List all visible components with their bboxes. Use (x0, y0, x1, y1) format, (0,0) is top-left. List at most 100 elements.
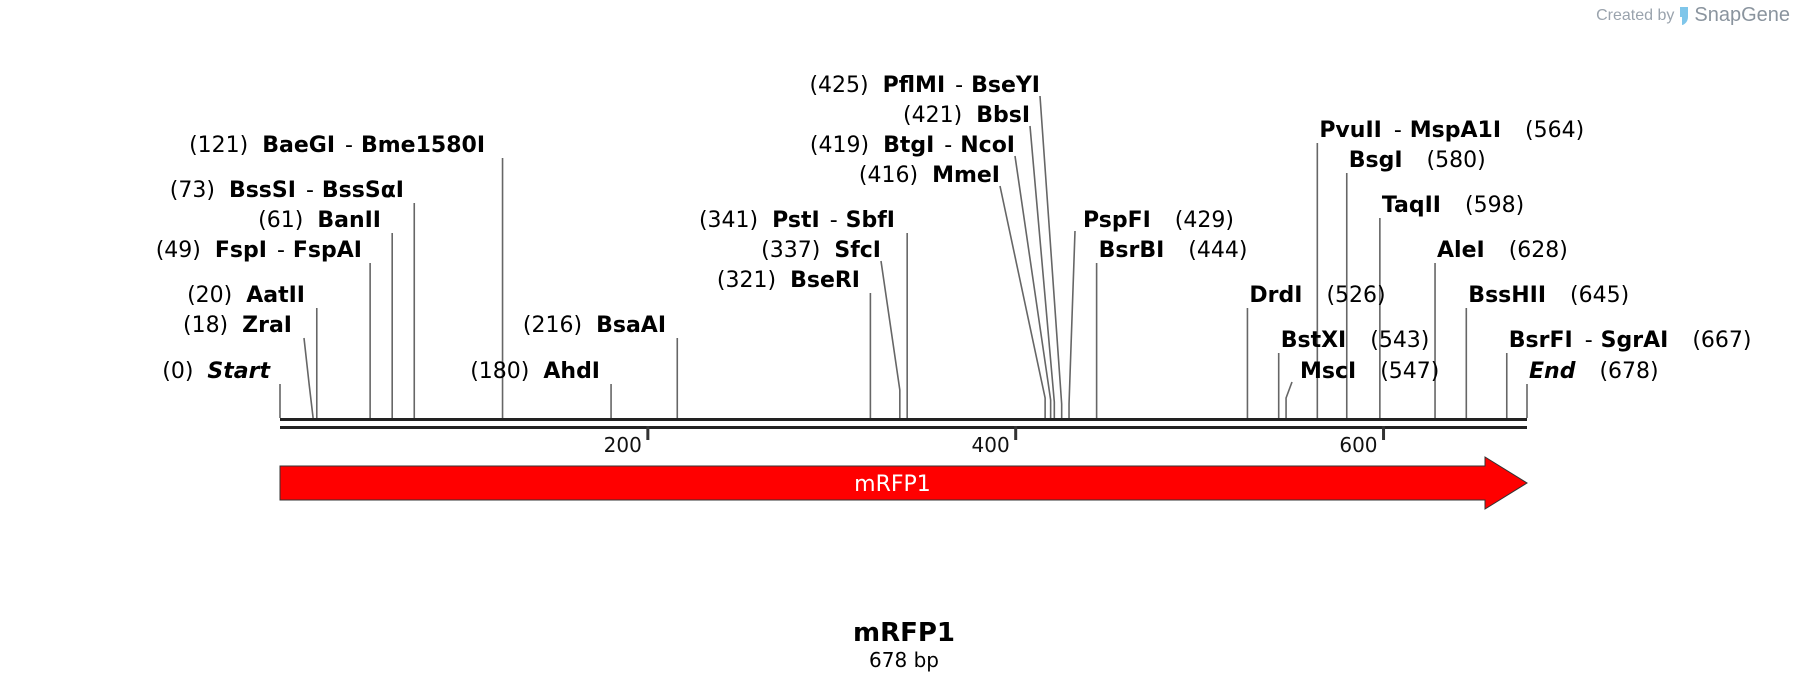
site-label-bsgi[interactable]: BsgI(580) (1349, 148, 1486, 173)
feature-mrfp1[interactable]: mRFP1 (279, 456, 1528, 510)
site-label-bsshii[interactable]: BssHII(645) (1468, 283, 1629, 308)
site-name-drdi: DrdI (1249, 283, 1302, 308)
site-name-bsssi: BssSI (229, 178, 296, 203)
site-pos-bsaai: (216) (523, 313, 582, 338)
site-name-taqii: TaqII (1382, 193, 1441, 218)
site-label-baegi[interactable]: (121)BaeGI-Bme1580I (189, 133, 485, 158)
site-name-btgi: BtgI (883, 133, 934, 158)
credit-brand: SnapGene (1694, 4, 1790, 26)
leader-line-btgi (1014, 155, 1052, 418)
site-pos-bsrfi: (667) (1692, 328, 1751, 353)
site-name2-pvuii: MspA1I (1410, 118, 1501, 143)
feature-label: mRFP1 (854, 472, 931, 497)
site-name-aatii: AatII (246, 283, 305, 308)
site-label-fspi[interactable]: (49)FspI-FspAI (156, 238, 362, 263)
tick-mark-200 (646, 426, 650, 440)
feature-arrow[interactable] (279, 456, 1528, 510)
site-name-bsaai: BsaAI (596, 313, 666, 338)
site-label-bsrbi[interactable]: BsrBI (444) (1099, 238, 1248, 263)
site-pos-baegi: (121) (189, 133, 248, 158)
site-dash-pflmi: - (955, 73, 963, 98)
site-pos-sfci: (337) (761, 238, 820, 263)
site-label-end[interactable]: End(678) (1529, 359, 1659, 384)
site-pos-bbsi: (421) (903, 103, 962, 128)
site-label-ahdi[interactable]: (180)AhdI (470, 359, 600, 384)
site-label-drdi[interactable]: DrdI(526) (1249, 283, 1385, 308)
site-name-sfci: SfcI (834, 238, 881, 263)
credit-text: Created by (1596, 6, 1675, 24)
sequence-map: (0)Start(18)ZraI(20)AatII(49)FspI-FspAI(… (156, 73, 1752, 510)
site-pos-alei: (628) (1509, 238, 1568, 263)
site-label-psti[interactable]: (341)PstI-SbfI (699, 208, 895, 233)
site-label-bsrfi[interactable]: BsrFI-SgrAI (667) (1509, 328, 1752, 353)
site-name-pspfi: PspFI (1083, 208, 1151, 233)
site-pos-fspi: (49) (156, 238, 201, 263)
site-name-bsshii: BssHII (1468, 283, 1546, 308)
leader-line-bbsi (1029, 125, 1056, 418)
backbone-bottom-strand (280, 426, 1527, 429)
site-pos-banii: (61) (258, 208, 303, 233)
backbone-top-strand (280, 418, 1527, 421)
site-pos-pvuii: (564) (1525, 118, 1584, 143)
leader-line-zrai (303, 337, 314, 419)
leader-line-pspfi (1068, 230, 1076, 418)
site-pos-zrai: (18) (183, 313, 228, 338)
site-dash-baegi: - (345, 133, 353, 158)
site-name2-baegi: Bme1580I (361, 133, 485, 158)
site-label-alei[interactable]: AleI(628) (1437, 238, 1568, 263)
site-name-bsrbi: BsrBI (1099, 238, 1165, 263)
leader-line-mmei (999, 185, 1046, 418)
site-name2-bsssi: BssSαI (322, 178, 404, 203)
site-pos-bsrbi: (444) (1188, 238, 1247, 263)
sequence-backbone (280, 418, 1527, 429)
site-label-bbsi[interactable]: (421) BbsI (903, 103, 1030, 128)
site-name2-bsrfi: SgrAI (1601, 328, 1669, 353)
site-label-bsaai[interactable]: (216) BsaAI (523, 313, 666, 338)
site-label-btgi[interactable]: (419)BtgI-NcoI (810, 133, 1015, 158)
site-label-aatii[interactable]: (20)AatII (187, 283, 305, 308)
tick-label-200: 200 (604, 433, 642, 457)
site-labels: (0)Start(18)ZraI(20)AatII(49)FspI-FspAI(… (156, 73, 1752, 384)
site-name-bsgi: BsgI (1349, 148, 1403, 173)
site-name-bsrfi: BsrFI (1509, 328, 1573, 353)
site-name2-pflmi: BseYI (971, 73, 1040, 98)
site-pos-mmei: (416) (859, 163, 918, 188)
site-label-pspfi[interactable]: PspFI (429) (1083, 208, 1234, 233)
site-label-mmei[interactable]: (416) MmeI (859, 163, 1000, 188)
site-dash-fspi: - (277, 238, 285, 263)
site-label-pflmi[interactable]: (425)PflMI-BseYI (809, 73, 1040, 98)
site-name-end: End (1529, 359, 1576, 384)
site-name2-btgi: NcoI (960, 133, 1015, 158)
site-pos-btgi: (419) (810, 133, 869, 158)
site-label-zrai[interactable]: (18)ZraI (183, 313, 292, 338)
sequence-title-block: mRFP1 678 bp (0, 618, 1808, 672)
site-label-banii[interactable]: (61)BanII (258, 208, 381, 233)
site-label-bseri[interactable]: (321)BseRI (717, 268, 860, 293)
site-dash-pvuii: - (1394, 118, 1402, 143)
site-name-msci: MscI (1300, 359, 1356, 384)
site-name2-psti: SbfI (846, 208, 895, 233)
site-label-taqii[interactable]: TaqII (598) (1382, 193, 1524, 218)
site-label-sfci[interactable]: (337) SfcI (761, 238, 881, 263)
site-name-bbsi: BbsI (976, 103, 1030, 128)
site-pos-pspfi: (429) (1175, 208, 1234, 233)
site-label-pvuii[interactable]: PvuII-MspA1I(564) (1319, 118, 1584, 143)
site-pos-taqii: (598) (1465, 193, 1524, 218)
site-pos-bstxi: (543) (1370, 328, 1429, 353)
site-leader-lines (279, 95, 1528, 419)
snapgene-logo-icon (1680, 6, 1689, 25)
site-name-mmei: MmeI (932, 163, 1000, 188)
site-label-bstxi[interactable]: BstXI(543) (1281, 328, 1430, 353)
sequence-length: 678 bp (869, 648, 939, 672)
site-label-bsssi[interactable]: (73)BssSI-BssSαI (170, 178, 404, 203)
site-label-start[interactable]: (0)Start (162, 359, 271, 384)
site-name-psti: PstI (772, 208, 820, 233)
site-dash-bsrfi: - (1585, 328, 1593, 353)
leader-line-pflmi (1039, 95, 1063, 418)
site-name-fspi: FspI (215, 238, 267, 263)
site-pos-pflmi: (425) (809, 73, 868, 98)
site-name-start: Start (207, 359, 271, 384)
site-label-msci[interactable]: MscI(547) (1300, 359, 1439, 384)
site-name-bseri: BseRI (790, 268, 860, 293)
